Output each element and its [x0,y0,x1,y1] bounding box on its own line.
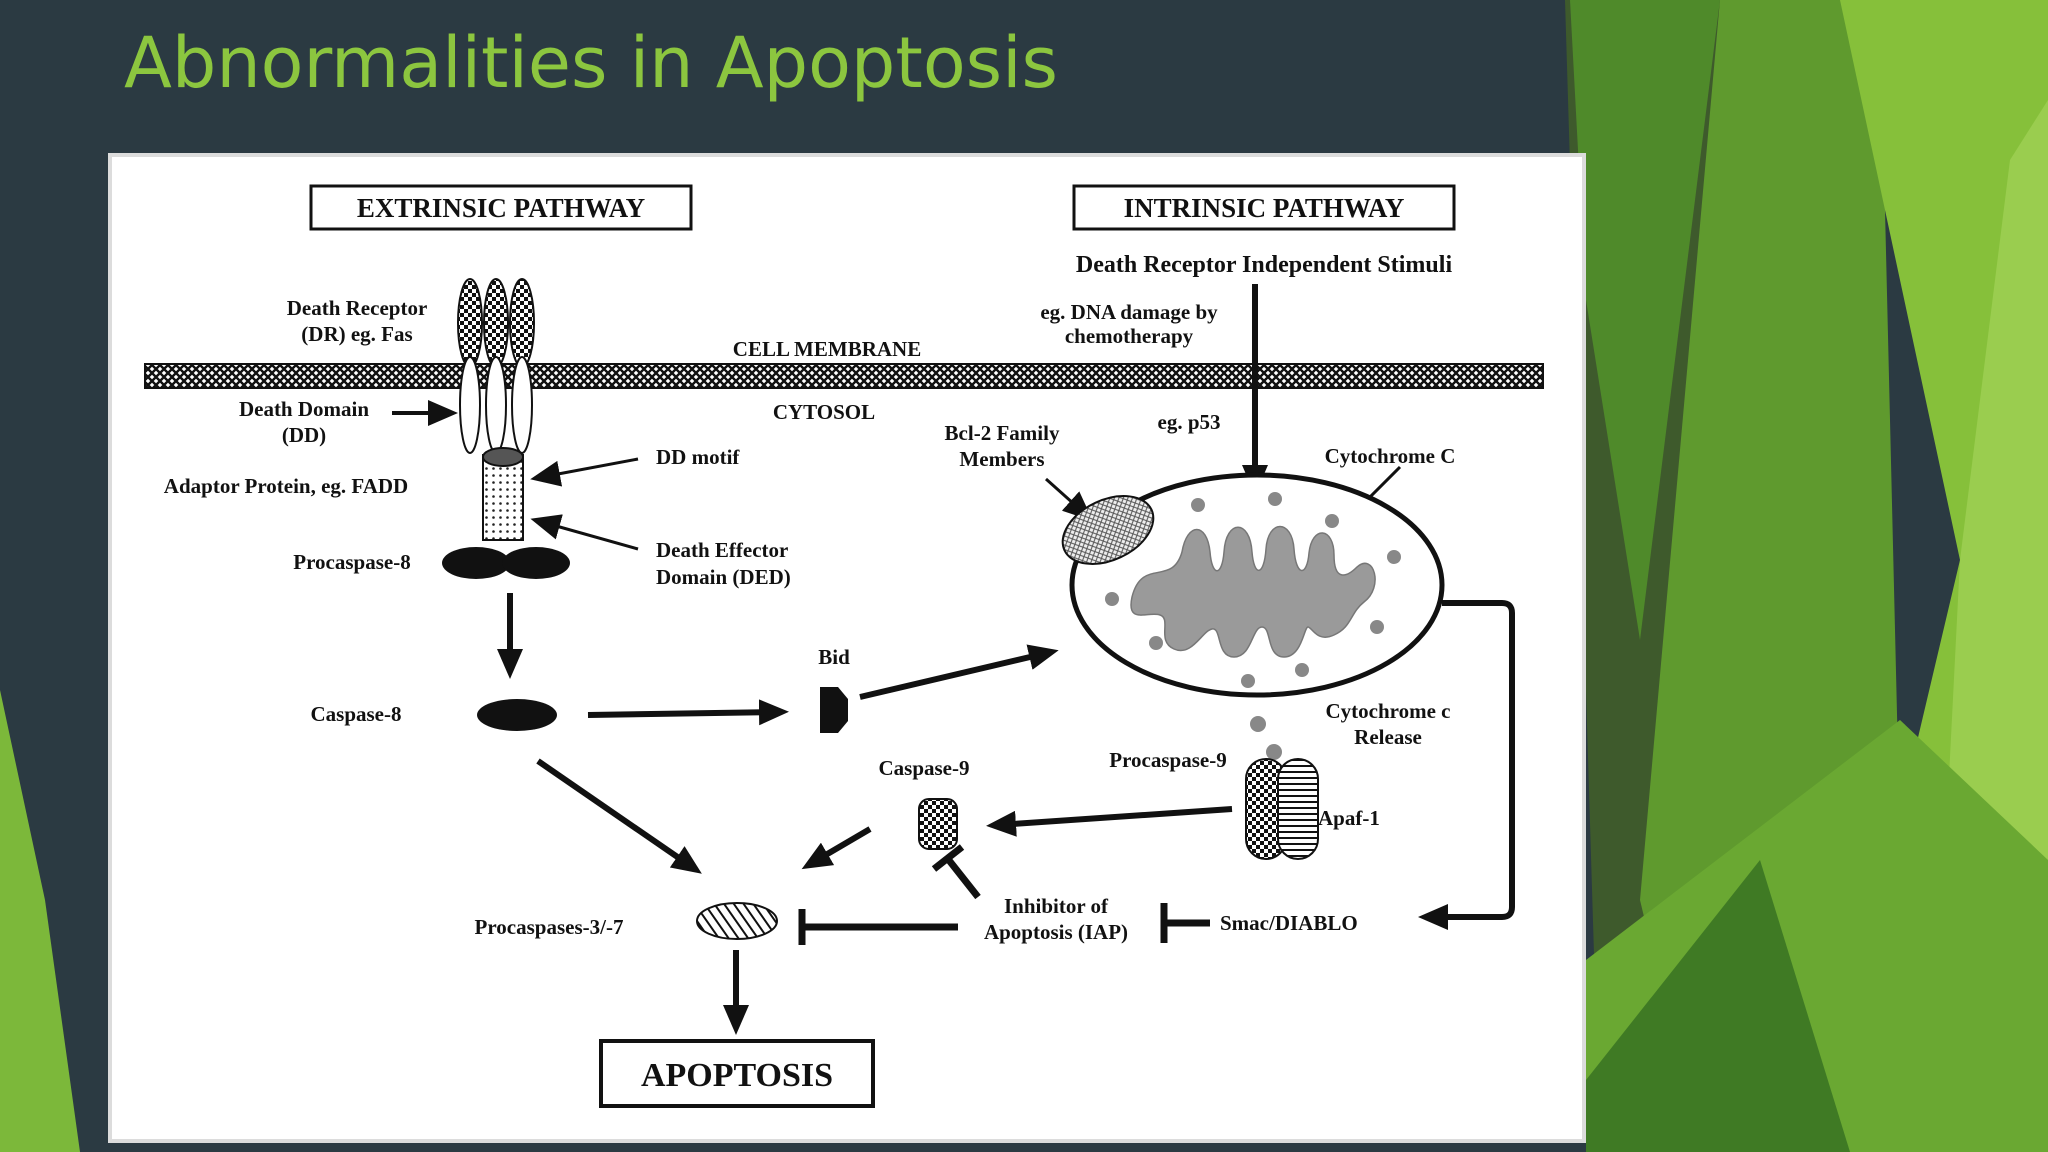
dd-motif-label: DD motif [656,445,740,469]
extrinsic-header-box [309,184,693,231]
intrinsic-header: INTRINSIC PATHWAY [1072,184,1456,231]
cytochrome-c-label: Cytochrome C [1325,444,1456,468]
procaspase-8-label: Procaspase-8 [293,550,410,574]
caspase-8-shape [477,699,557,731]
dna-damage-label-line2: chemotherapy [1065,324,1194,348]
deco-shape-mid-left [1570,0,1720,640]
procaspase-9-label: Procaspase-9 [1109,748,1226,772]
cytochrome-release-label-line2: Release [1354,725,1422,749]
caspase-8-label: Caspase-8 [310,702,401,726]
smac-label: Smac/DIABLO [1220,911,1358,935]
cell-membrane-label: CELL MEMBRANE [733,337,921,361]
ded-label-line1: Death Effector [656,538,788,562]
cytochrome-release-dot [1250,716,1266,732]
mitochondrion-shape [1069,472,1445,698]
iap-inhibits-procaspases [798,909,958,945]
arrow-apoptosome-to-caspase9 [986,806,1233,837]
apaf1-complex-shape [1245,758,1319,860]
cytosol-label: CYTOSOL [773,400,875,424]
procaspase-8-shape [442,547,570,579]
cell-membrane-band [144,363,1544,389]
bid-label: Bid [818,645,850,669]
p53-label: eg. p53 [1158,410,1221,434]
apoptosis-box: APOPTOSIS [599,1039,875,1108]
arrow-dd-motif [530,457,639,487]
bcl2-protein-shape [1061,495,1155,565]
cytochrome-release-label-line1: Cytochrome c [1326,699,1451,723]
deco-shape-bottom-dark [1586,860,1850,1152]
arrow-caspase9-to-procaspases [801,826,872,870]
bcl2-label-line1: Bcl-2 Family [945,421,1060,445]
procaspases-3-7-shape [696,902,778,940]
iap-inhibits-caspase9 [931,844,981,900]
cytochrome-release-dot [1266,744,1282,760]
diagram-frame: EXTRINSIC PATHWAY INTRINSIC PATHWAY CELL… [108,153,1586,1143]
intrinsic-header-text: INTRINSIC PATHWAY [1124,193,1405,223]
apoptosis-pathway-diagram: EXTRINSIC PATHWAY INTRINSIC PATHWAY CELL… [144,184,1544,1108]
smac-inhibits-iap [1160,903,1210,943]
arrow-caspase8-to-procaspases [536,758,702,874]
adaptor-protein-shape [482,447,524,541]
arrow-bid-to-mitochondrion [859,644,1059,700]
adaptor-protein-label: Adaptor Protein, eg. FADD [164,474,408,498]
death-domain-label-line2: (DD) [282,423,326,447]
apoptosis-box-border [599,1039,875,1108]
arrow-mitochondrion-to-smac [1418,600,1515,930]
deco-shape-left-green [0,690,80,1152]
dna-damage-label-line1: eg. DNA damage by [1040,300,1218,324]
bcl2-label-line2: Members [959,447,1044,471]
ded-label-line2: Domain (DED) [656,565,791,589]
slide-title: Abnormalities in Apoptosis [124,22,1059,104]
arrow-bcl2 [1044,477,1093,522]
extrinsic-header: EXTRINSIC PATHWAY [309,184,693,231]
death-domain-label-line1: Death Domain [239,397,369,421]
apaf1-label: Apaf-1 [1318,806,1380,830]
stimuli-label: Death Receptor Independent Stimuli [1076,252,1453,278]
iap-label-line1: Inhibitor of [1004,894,1109,918]
bid-shape [820,687,848,733]
caspase-9-label: Caspase-9 [878,756,969,780]
arrow-caspase8-to-bid [587,699,789,726]
procaspases-3-7-label: Procaspases-3/-7 [475,915,624,939]
death-receptor-shape [457,278,535,454]
arrow-ded [530,514,639,551]
caspase-9-shape [918,798,958,850]
extrinsic-header-text: EXTRINSIC PATHWAY [357,193,645,223]
death-receptor-label-line2: (DR) eg. Fas [301,322,412,346]
death-receptor-label-line1: Death Receptor [287,296,428,320]
iap-label-line2: Apoptosis (IAP) [984,920,1128,944]
intrinsic-header-box [1072,184,1456,231]
apoptosis-label: APOPTOSIS [641,1057,833,1094]
